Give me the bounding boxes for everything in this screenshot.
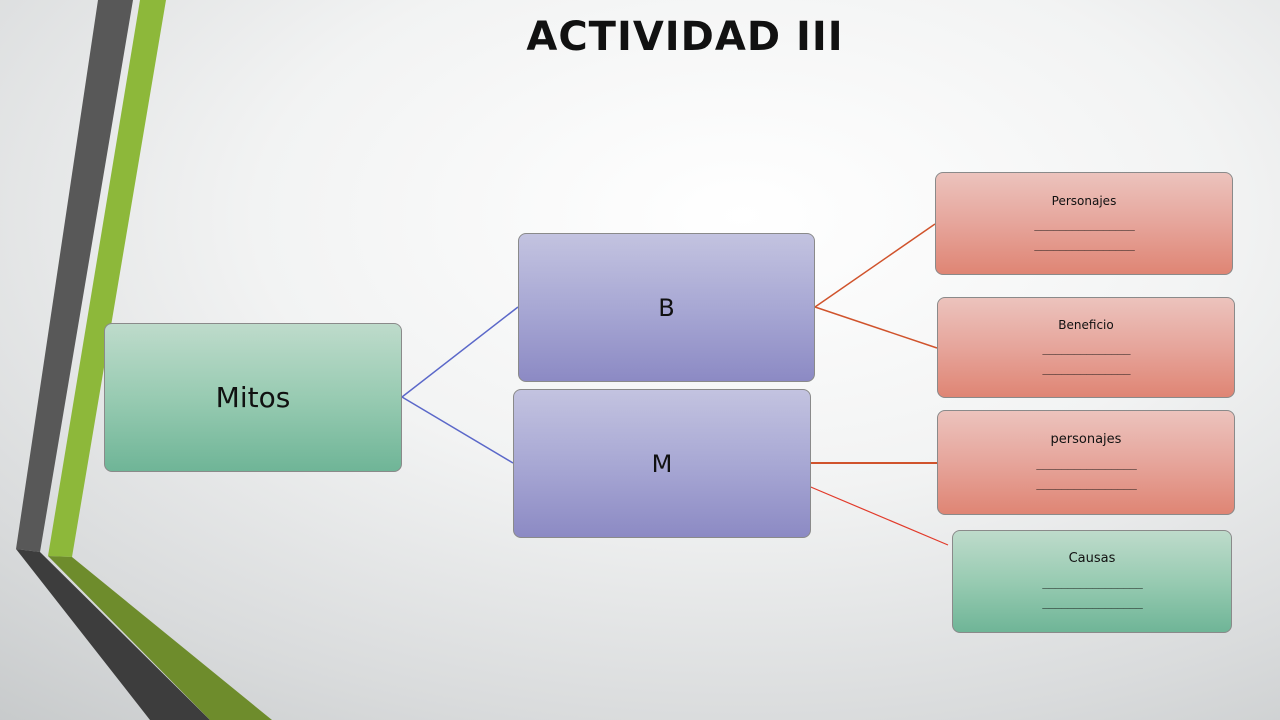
leaf-node-blank-line: ________________: [1034, 236, 1135, 251]
leaf-node-personajes: Personajes ________________ ____________…: [935, 172, 1233, 275]
leaf-node-heading: Personajes: [1051, 193, 1117, 208]
connector-root-to-b: [401, 306, 519, 398]
leaf-node-blank-line: ______________: [1042, 340, 1130, 355]
leaf-node-personajes-m: personajes ________________ ____________…: [937, 410, 1235, 515]
leaf-node-heading: personajes: [1050, 432, 1122, 447]
dark-gray-accent-bar: [16, 549, 210, 720]
leaf-node-beneficio: Beneficio ______________ ______________: [937, 297, 1235, 398]
connector-b-to-personajes: [814, 223, 936, 308]
leaf-node-heading: Causas: [1068, 551, 1116, 566]
branch-node-label: B: [658, 293, 675, 322]
green-accent-bar: [48, 0, 166, 557]
leaf-node-blank-line: ________________: [1042, 595, 1143, 609]
leaf-node-blank-line: ________________: [1036, 476, 1137, 490]
leaf-node-blank-line: ________________: [1034, 216, 1135, 231]
branch-node-b: B: [518, 233, 815, 382]
dark-green-accent-bar: [48, 556, 272, 720]
leaf-node-causas: Causas ________________ ________________: [952, 530, 1232, 633]
leaf-node-blank-line: ________________: [1036, 456, 1137, 470]
connector-b-to-beneficio: [814, 306, 938, 349]
root-node-mitos: Mitos: [104, 323, 402, 472]
gray-accent-bar: [16, 0, 133, 552]
leaf-node-blank-line: ______________: [1042, 360, 1130, 375]
leaf-node-heading: Beneficio: [1058, 317, 1114, 332]
slide-title: ACTIVIDAD III: [526, 14, 844, 60]
branch-node-m: M: [513, 389, 811, 538]
connector-m-to-causas: [805, 484, 949, 546]
branch-node-label: M: [651, 449, 673, 478]
connector-root-to-m: [401, 396, 514, 464]
root-node-label: Mitos: [215, 381, 291, 414]
leaf-node-blank-line: ________________: [1042, 575, 1143, 589]
